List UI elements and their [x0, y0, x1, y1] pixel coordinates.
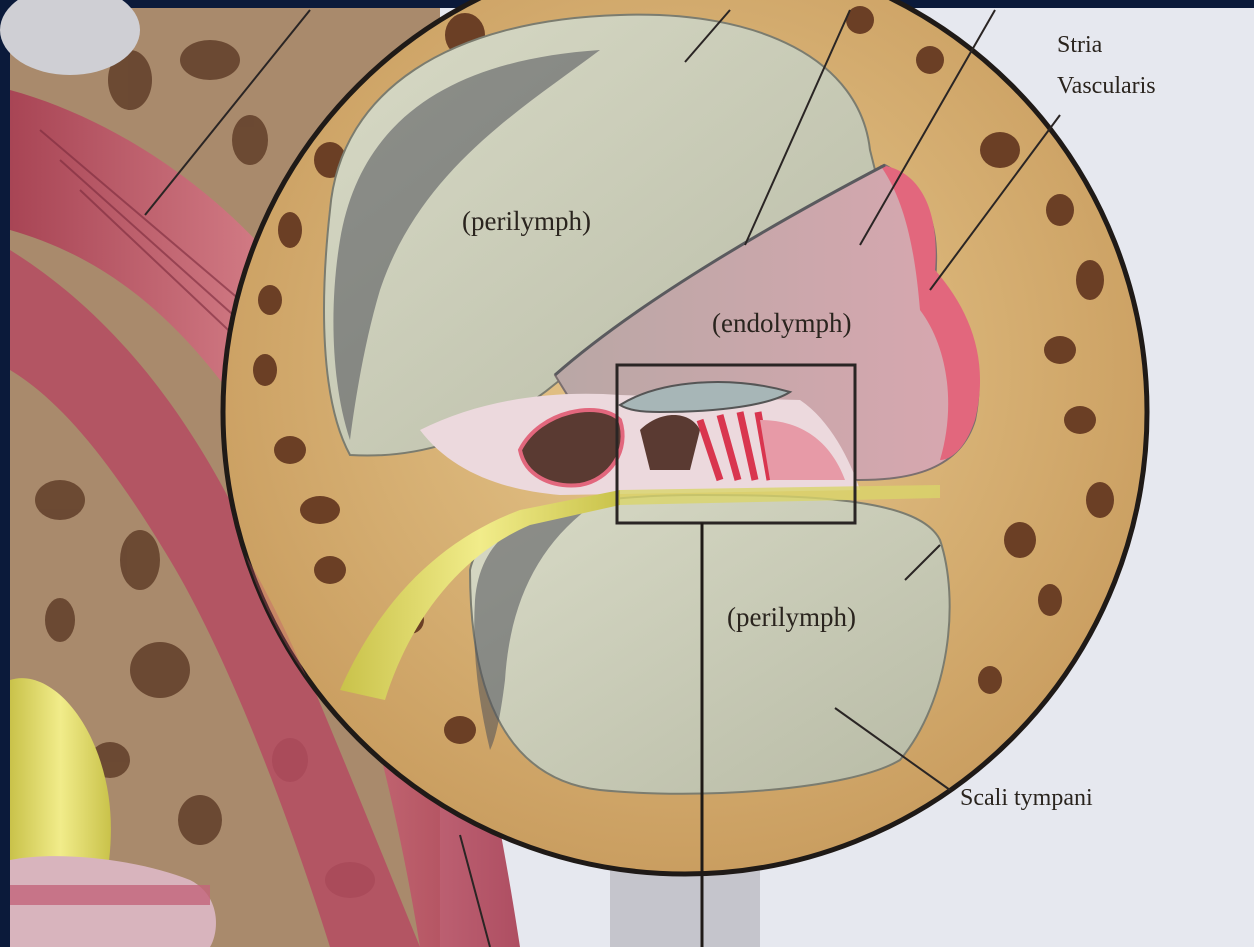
label-stria-line1: Stria: [1057, 32, 1103, 58]
label-stria-line2: Vascularis: [1057, 73, 1156, 99]
bottom-left-band: [10, 885, 210, 905]
tunnel-of-corti: [640, 415, 700, 470]
label-scali-tympani: Scali tympani: [960, 785, 1093, 811]
label-perilymph-lower: (perilymph): [727, 602, 856, 632]
label-perilymph-upper: (perilymph): [462, 206, 591, 236]
label-endolymph: (endolymph): [712, 308, 851, 338]
